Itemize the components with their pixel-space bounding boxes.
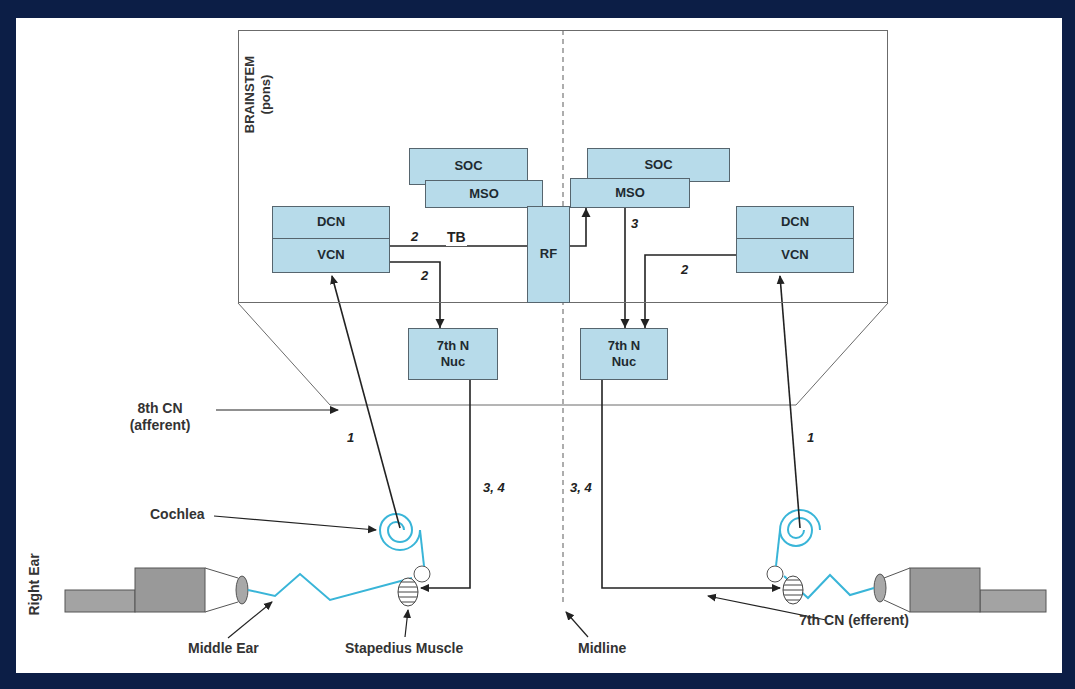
callout-number: 1: [806, 430, 815, 446]
stripe: [399, 587, 417, 588]
node-label: 7th N Nuc: [599, 338, 649, 371]
region-title: BRAINSTEM (pons): [242, 45, 273, 145]
arrowhead: [582, 208, 591, 217]
callout-number: 3, 4: [569, 480, 593, 496]
node-label: VCN: [317, 247, 344, 263]
muscle-stripes: [398, 582, 418, 602]
node-label: MSO: [469, 186, 499, 202]
leader-arrow: [216, 409, 338, 410]
nucleus-box: DCN: [736, 206, 854, 239]
connector: [570, 208, 591, 246]
part-label: Stapedius Muscle: [345, 640, 463, 657]
connector-line: [645, 255, 736, 328]
stripe: [786, 600, 800, 601]
earphone-body: [910, 568, 980, 612]
stapes-footplate: [767, 566, 783, 582]
callout-number: 1: [346, 430, 355, 446]
nucleus-box: SOC: [587, 148, 730, 182]
stripe: [784, 585, 802, 586]
node-label: VCN: [781, 247, 808, 263]
connector-line: [390, 262, 440, 328]
stripe: [783, 590, 803, 591]
cochlea-base: [420, 530, 424, 566]
connector: [641, 255, 737, 328]
ear-canal-line: [884, 600, 910, 612]
part-label: Cochlea: [150, 506, 204, 523]
muscle-stripes: [783, 580, 803, 600]
nucleus-box: VCN: [736, 238, 854, 273]
leader-arrow: [228, 602, 272, 638]
callout-number: 3, 4: [482, 480, 506, 496]
leader-arrow: [405, 610, 408, 637]
stapedius-muscle: [398, 578, 418, 606]
arrowhead: [641, 319, 650, 328]
stapedius-muscle: [783, 576, 803, 604]
connector-line: [624, 208, 626, 328]
node-label: MSO: [615, 185, 645, 201]
earphone-tube: [980, 590, 1046, 612]
nucleus-box: 7th N Nuc: [408, 328, 498, 380]
afferent-nerve: [780, 276, 800, 528]
cochlea-spiral: [380, 514, 420, 550]
nucleus-box: MSO: [425, 180, 543, 208]
node-label: RF: [540, 246, 557, 262]
node-label: DCN: [781, 214, 809, 230]
nucleus-box: MSO: [570, 178, 690, 208]
ear-canal-line: [884, 568, 910, 578]
edge-label: 2: [680, 262, 689, 278]
node-label: DCN: [317, 214, 345, 230]
stripe: [401, 582, 415, 583]
callout-number: 2: [410, 229, 419, 245]
side-label: Right Ear: [26, 544, 43, 624]
connector: [390, 262, 445, 328]
arrowhead: [621, 319, 630, 328]
part-label: 7th CN (efferent): [798, 612, 910, 629]
ossicle-chain: [248, 574, 412, 600]
stapes-footplate: [414, 566, 430, 582]
eardrum: [874, 574, 886, 602]
node-label: 7th N Nuc: [428, 338, 478, 371]
part-label: Midline: [578, 640, 626, 657]
nucleus-box: DCN: [272, 206, 390, 239]
efferent-nerve: [602, 380, 780, 588]
midline-dashed: [562, 30, 563, 603]
brainstem-trapezoid: [238, 303, 888, 405]
nucleus-box: RF: [527, 206, 570, 303]
nucleus-box: 7th N Nuc: [580, 328, 668, 380]
leader-arrow: [214, 516, 376, 530]
cochlea-base: [776, 530, 780, 566]
connector: [621, 208, 630, 328]
edge-label: TB: [446, 229, 467, 246]
efferent-nerve: [421, 380, 470, 588]
stripe: [401, 602, 415, 603]
stripe: [786, 580, 800, 581]
edge-label: 2: [420, 268, 429, 284]
ear-canal-line: [205, 602, 238, 612]
part-label: 8th CN (afferent): [108, 400, 212, 434]
eardrum: [236, 576, 248, 604]
node-label: SOC: [454, 158, 482, 174]
afferent-nerve: [332, 276, 400, 528]
stripe: [398, 592, 418, 593]
leader-arrow: [566, 612, 588, 637]
brainstem-region: BRAINSTEM (pons) SOC MSO SOC MSO DCN VCN RF DCN V…: [238, 30, 888, 303]
stripe: [784, 595, 802, 596]
earphone-body: [135, 568, 205, 612]
ear-canal-line: [205, 568, 238, 578]
stripe: [399, 597, 417, 598]
arrowhead: [436, 319, 445, 328]
edge-label: 3: [630, 216, 639, 232]
node-label: SOC: [644, 157, 672, 173]
part-label: Middle Ear: [188, 640, 259, 657]
earphone-tube: [65, 590, 135, 612]
nucleus-box: VCN: [272, 238, 390, 273]
